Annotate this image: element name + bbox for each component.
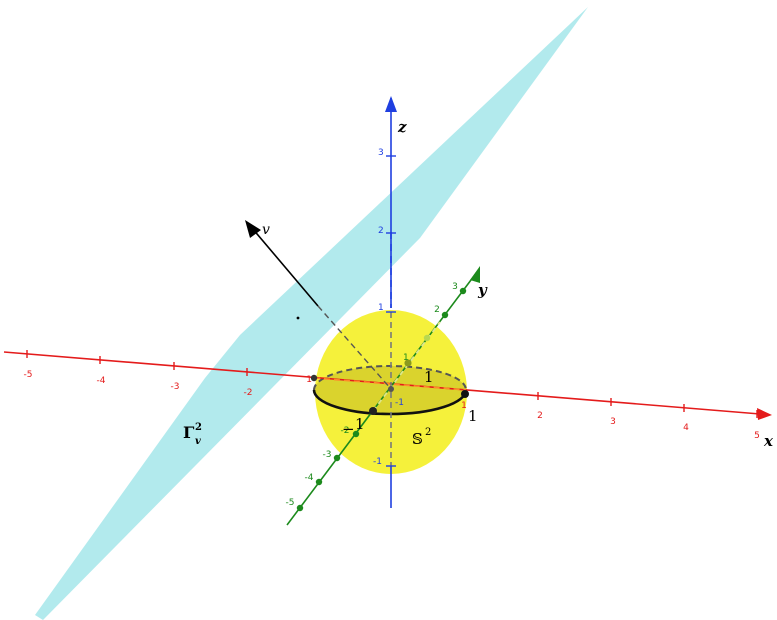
plane-label: Γ (183, 423, 195, 442)
small-tick-label: -1 (395, 398, 404, 408)
label-minus-one: 1 (355, 415, 365, 433)
y-tick-label: -3 (323, 450, 332, 460)
small-tick-label: 1 (461, 401, 467, 411)
vector-label: v (262, 222, 270, 238)
z-tick-label: 1 (378, 303, 384, 313)
x-tick-label: -4 (97, 376, 106, 386)
plane-gamma (35, 7, 588, 620)
z-tick-label: -1 (373, 457, 382, 467)
y-tick-label: -5 (286, 498, 295, 508)
z-tick-label: 3 (378, 148, 384, 158)
small-tick-label: 1 (403, 353, 409, 363)
sphere-label-sup: 2 (425, 427, 431, 438)
y-axis-label: y (477, 281, 488, 299)
z-axis-arrowhead (385, 96, 397, 112)
x-tick-marks (26, 350, 758, 418)
vector-v-line (251, 227, 319, 307)
x-tick-label: 5 (754, 431, 760, 441)
label-one-right: 1 (468, 407, 478, 425)
plane-label-main: Γ (183, 423, 195, 442)
x-tick-label: 4 (683, 423, 689, 433)
plane-label-sup: 2 (195, 422, 202, 433)
y-tick-label: 3 (452, 282, 458, 292)
y-axis-arrowhead (470, 266, 480, 283)
z-tick-label: 2 (378, 226, 384, 236)
y-tick-label: -4 (305, 473, 314, 483)
y-tick-label: -2 (341, 426, 350, 436)
y-tick-label: 2 (434, 305, 440, 315)
x-tick-label: -3 (171, 382, 180, 392)
x-tick-label: -2 (244, 388, 253, 398)
label-one-back: 1 (424, 368, 434, 386)
vector-v-arrowhead (245, 220, 261, 238)
plane-label-sub: v (195, 436, 201, 447)
x-axis-arrowhead (757, 408, 772, 420)
x-axis-inner-dashed (313, 377, 467, 391)
x-axis-line (3, 351, 761, 415)
small-tick-label: 1 (306, 375, 312, 385)
x-tick-label: 2 (537, 411, 543, 421)
x-tick-label: -5 (24, 370, 33, 380)
x-tick-label: 3 (610, 417, 616, 427)
vector-v-hidden (317, 305, 392, 390)
x-axis-label: x (763, 432, 774, 450)
z-tick-marks (386, 155, 396, 467)
sphere-label: 𝕊 (412, 430, 423, 448)
plane-point (296, 316, 300, 320)
equator-back (313, 365, 467, 391)
label-minus-one-minus: − (342, 420, 355, 438)
equator-front (312, 389, 468, 416)
z-axis-label: z (397, 118, 407, 136)
